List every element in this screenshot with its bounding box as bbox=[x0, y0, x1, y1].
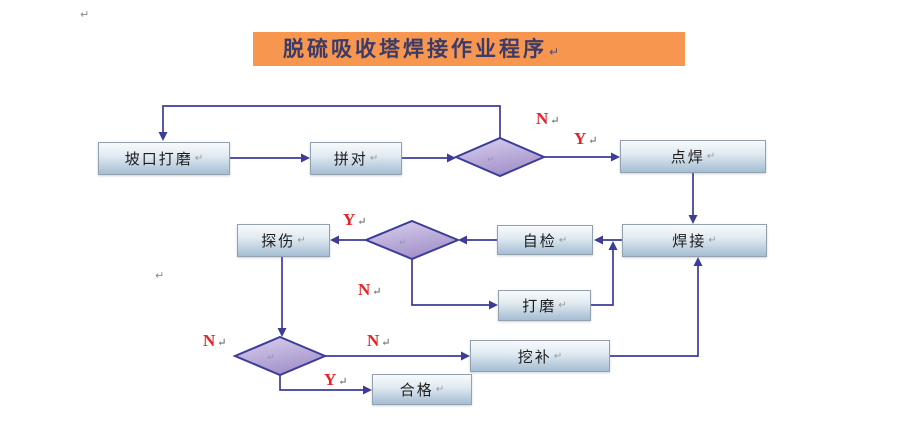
paragraph-mark: ↵ bbox=[487, 154, 495, 164]
paragraph-mark: ↵ bbox=[369, 153, 379, 164]
paragraph-mark: ↵ bbox=[217, 337, 227, 349]
node-label: 自检 bbox=[522, 232, 557, 250]
paragraph-mark: ↵ bbox=[553, 350, 563, 362]
decision-1-diamond bbox=[453, 136, 547, 178]
node-groove-grinding: 坡口打磨↵ bbox=[98, 142, 230, 175]
branch-label-d3-no-left: N↵ bbox=[203, 331, 227, 350]
paragraph-mark: ↵ bbox=[357, 216, 367, 228]
node-fit-up: 拼对↵ bbox=[310, 142, 402, 175]
branch-label-d2-no: N↵ bbox=[358, 280, 382, 299]
node-self-check: 自检↵ bbox=[497, 225, 593, 255]
paragraph-mark: ↵ bbox=[338, 376, 348, 388]
paragraph-mark: ↵ bbox=[435, 384, 445, 395]
paragraph-mark: ↵ bbox=[194, 153, 204, 164]
paragraph-mark: ↵ bbox=[372, 286, 382, 298]
node-label: 挖补 bbox=[517, 348, 552, 366]
paragraph-mark: ↵ bbox=[588, 135, 598, 147]
node-label: 合格 bbox=[399, 382, 434, 399]
node-qualified: 合格↵ bbox=[372, 374, 472, 405]
decision-2-diamond bbox=[363, 219, 461, 261]
node-label: 打磨 bbox=[522, 298, 557, 315]
branch-label-d3-no: N↵ bbox=[367, 331, 391, 350]
node-label: 点焊 bbox=[670, 149, 705, 166]
page-title: 脱硫吸收塔焊接作业程序 bbox=[283, 37, 547, 61]
paragraph-mark: ↵ bbox=[549, 45, 560, 59]
node-flaw-detection: 探伤↵ bbox=[237, 224, 330, 257]
branch-label-d2-yes: Y↵ bbox=[343, 210, 367, 229]
branch-label-d1-yes: Y↵ bbox=[574, 129, 598, 148]
flowchart-title-banner: 脱硫吸收塔焊接作业程序↵ bbox=[253, 32, 685, 66]
node-tack-weld: 点焊↵ bbox=[620, 140, 766, 173]
paragraph-mark: ↵ bbox=[80, 9, 90, 21]
decision-diamonds bbox=[232, 136, 547, 377]
paragraph-mark: ↵ bbox=[381, 337, 391, 349]
paragraph-mark: ↵ bbox=[550, 115, 560, 127]
paragraph-mark: ↵ bbox=[267, 352, 275, 362]
branch-label-d1-no: N↵ bbox=[536, 109, 560, 128]
paragraph-mark: ↵ bbox=[558, 300, 567, 311]
node-label: 坡口打磨 bbox=[124, 151, 193, 168]
node-weld: 焊接↵ bbox=[622, 224, 767, 257]
node-grind: 打磨↵ bbox=[498, 290, 591, 321]
branch-label-d3-yes: Y↵ bbox=[324, 370, 348, 389]
node-label: 探伤 bbox=[261, 233, 296, 250]
decision-3-diamond bbox=[232, 335, 328, 377]
node-label: 拼对 bbox=[333, 151, 368, 168]
node-dig-repair: 挖补↵ bbox=[470, 340, 610, 372]
flow-arrows bbox=[162, 105, 699, 391]
paragraph-mark: ↵ bbox=[706, 151, 716, 162]
node-label: 焊接 bbox=[672, 233, 707, 250]
paragraph-mark: ↵ bbox=[558, 234, 568, 246]
paragraph-mark: ↵ bbox=[708, 235, 717, 246]
paragraph-mark: ↵ bbox=[399, 237, 407, 247]
paragraph-mark: ↵ bbox=[155, 270, 165, 282]
paragraph-mark: ↵ bbox=[297, 235, 306, 246]
arrowheads bbox=[158, 132, 703, 395]
